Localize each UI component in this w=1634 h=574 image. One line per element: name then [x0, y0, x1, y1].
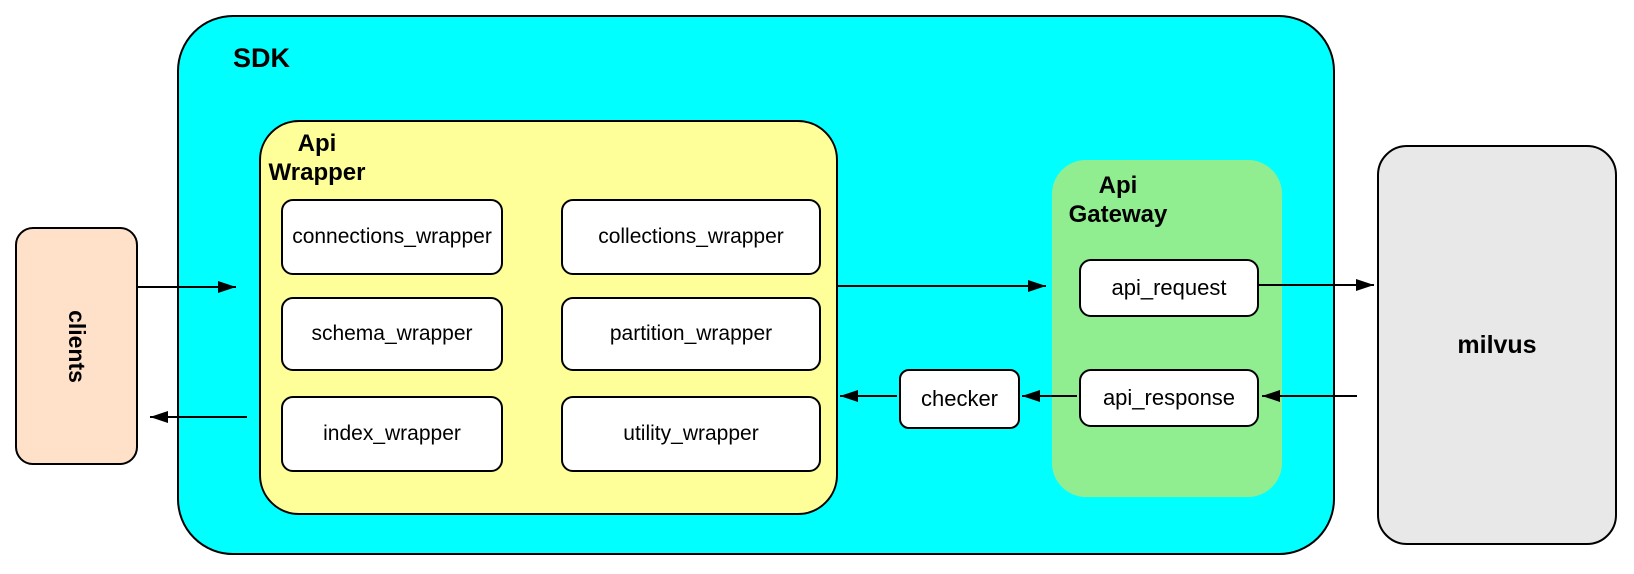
sdk-container: SDK Api Wrapper connections_wrapper coll…: [177, 15, 1335, 555]
api-request-box: api_request: [1079, 259, 1259, 317]
api-gateway-label-line1: Api: [1098, 172, 1138, 199]
clients-box: clients: [15, 227, 138, 465]
milvus-label: milvus: [1457, 330, 1537, 359]
collections-wrapper-box: collections_wrapper: [561, 199, 821, 275]
api-wrapper-label-line1: Api: [297, 130, 337, 157]
api-gateway-label-line2: Gateway: [1068, 201, 1168, 229]
connections-wrapper-box: connections_wrapper: [281, 199, 503, 275]
api-wrapper-label: Api Wrapper: [261, 129, 373, 188]
index-wrapper-box: index_wrapper: [281, 396, 503, 472]
schema-wrapper-box: schema_wrapper: [281, 297, 503, 371]
api-response-box: api_response: [1079, 369, 1259, 427]
api-wrapper-label-line2: Wrapper: [268, 159, 366, 187]
milvus-box: milvus: [1377, 145, 1617, 545]
api-gateway-label: Api Gateway: [1052, 171, 1184, 230]
checker-box: checker: [899, 369, 1020, 429]
api-wrapper-container: Api Wrapper connections_wrapper collecti…: [259, 120, 838, 515]
sdk-label: SDK: [233, 43, 291, 73]
utility-wrapper-box: utility_wrapper: [561, 396, 821, 472]
api-gateway-container: Api Gateway api_request api_response: [1052, 160, 1282, 497]
clients-label: clients: [64, 309, 90, 383]
partition-wrapper-box: partition_wrapper: [561, 297, 821, 371]
